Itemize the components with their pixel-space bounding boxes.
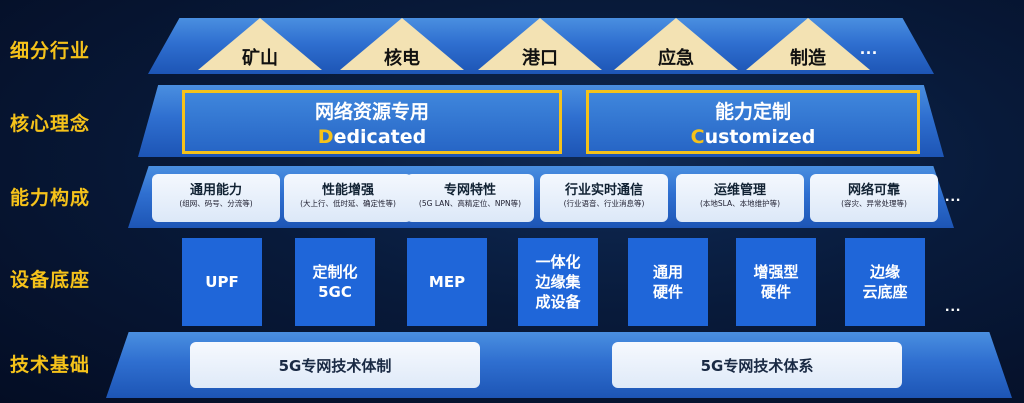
row-label-capability: 能力构成: [10, 187, 91, 209]
capability-title: 网络可靠: [847, 183, 900, 198]
device-edge-cloud: 边缘 云底座: [845, 238, 925, 326]
concept-dedicated-rest: edicated: [333, 126, 427, 148]
capability-card-operations: 运维管理 (本地SLA、本地维护等): [676, 174, 804, 222]
industry-triangle-1: [198, 18, 322, 70]
device-label: 定制化 5GC: [312, 263, 358, 301]
concept-dedicated-initial: D: [317, 126, 334, 148]
device-more: ...: [945, 298, 962, 315]
concept-dedicated: 网络资源专用 Dedicated: [182, 90, 562, 154]
capability-title: 行业实时通信: [564, 183, 643, 198]
device-integrated-edge: 一体化 边缘集 成设备: [518, 238, 598, 326]
concept-customized-rest: ustomized: [704, 126, 816, 148]
tech-system-regime: 5G专网技术体制: [190, 342, 480, 388]
capability-card-private-network: 专网特性 (5G LAN、高精定位、NPN等): [406, 174, 534, 222]
capability-card-reliability: 网络可靠 (容灾、异常处理等): [810, 174, 938, 222]
capability-desc: (5G LAN、高精定位、NPN等): [418, 199, 522, 208]
tech-label: 5G专网技术体系: [700, 356, 814, 375]
device-custom-5gc: 定制化 5GC: [295, 238, 375, 326]
industry-triangle-2: [340, 18, 464, 70]
capability-title: 运维管理: [713, 183, 766, 198]
device-enhanced-hardware: 增强型 硬件: [736, 238, 816, 326]
device-label: UPF: [205, 273, 239, 291]
concept-customized: 能力定制 Customized: [586, 90, 920, 154]
device-upf: UPF: [182, 238, 262, 326]
concept-dedicated-title: 网络资源专用: [314, 101, 429, 123]
device-label: MEP: [428, 273, 466, 291]
capability-desc: (大上行、低时延、确定性等): [300, 199, 396, 208]
industry-triangle-5: [746, 18, 870, 70]
concept-customized-title: 能力定制: [714, 101, 791, 123]
capability-card-performance: 性能增强 (大上行、低时延、确定性等): [284, 174, 412, 222]
capability-card-general: 通用能力 (组网、码号、分流等): [152, 174, 280, 222]
industry-triangle-4: [614, 18, 738, 70]
row-label-device: 设备底座: [10, 269, 91, 291]
device-label: 边缘 云底座: [862, 263, 908, 301]
industry-nuclear: 核电: [384, 48, 420, 69]
industry-manufacturing: 制造: [790, 48, 826, 69]
capability-card-realtime-comm: 行业实时通信 (行业语音、行业消息等): [540, 174, 668, 222]
tech-label: 5G专网技术体制: [278, 356, 392, 375]
concept-customized-subtitle: Customized: [589, 126, 917, 148]
row-label-tech: 技术基础: [10, 354, 91, 376]
industry-triangle-shapes: [198, 18, 870, 70]
capability-desc: (本地SLA、本地维护等): [699, 199, 781, 208]
industry-triangle-3: [478, 18, 602, 70]
concept-customized-initial: C: [690, 126, 705, 148]
row-label-industry: 细分行业: [10, 40, 91, 62]
capability-desc: (容灾、异常处理等): [841, 199, 907, 208]
device-label: 通用 硬件: [652, 263, 683, 301]
device-general-hardware: 通用 硬件: [628, 238, 708, 326]
capability-desc: (行业语音、行业消息等): [563, 199, 645, 208]
capability-title: 通用能力: [189, 183, 242, 198]
industry-emergency: 应急: [658, 48, 694, 69]
capability-title: 性能增强: [321, 183, 374, 198]
capability-title: 专网特性: [443, 183, 496, 198]
concept-dedicated-subtitle: Dedicated: [185, 126, 559, 148]
device-label: 增强型 硬件: [753, 263, 799, 301]
row-label-concept: 核心理念: [10, 113, 91, 135]
device-label: 一体化 边缘集 成设备: [535, 253, 581, 311]
capability-more: ...: [945, 188, 962, 205]
industry-mining: 矿山: [242, 48, 278, 69]
industry-port: 港口: [522, 48, 558, 69]
capability-desc: (组网、码号、分流等): [179, 199, 253, 208]
device-mep: MEP: [407, 238, 487, 326]
industry-more: ...: [860, 38, 879, 58]
tech-system-framework: 5G专网技术体系: [612, 342, 902, 388]
